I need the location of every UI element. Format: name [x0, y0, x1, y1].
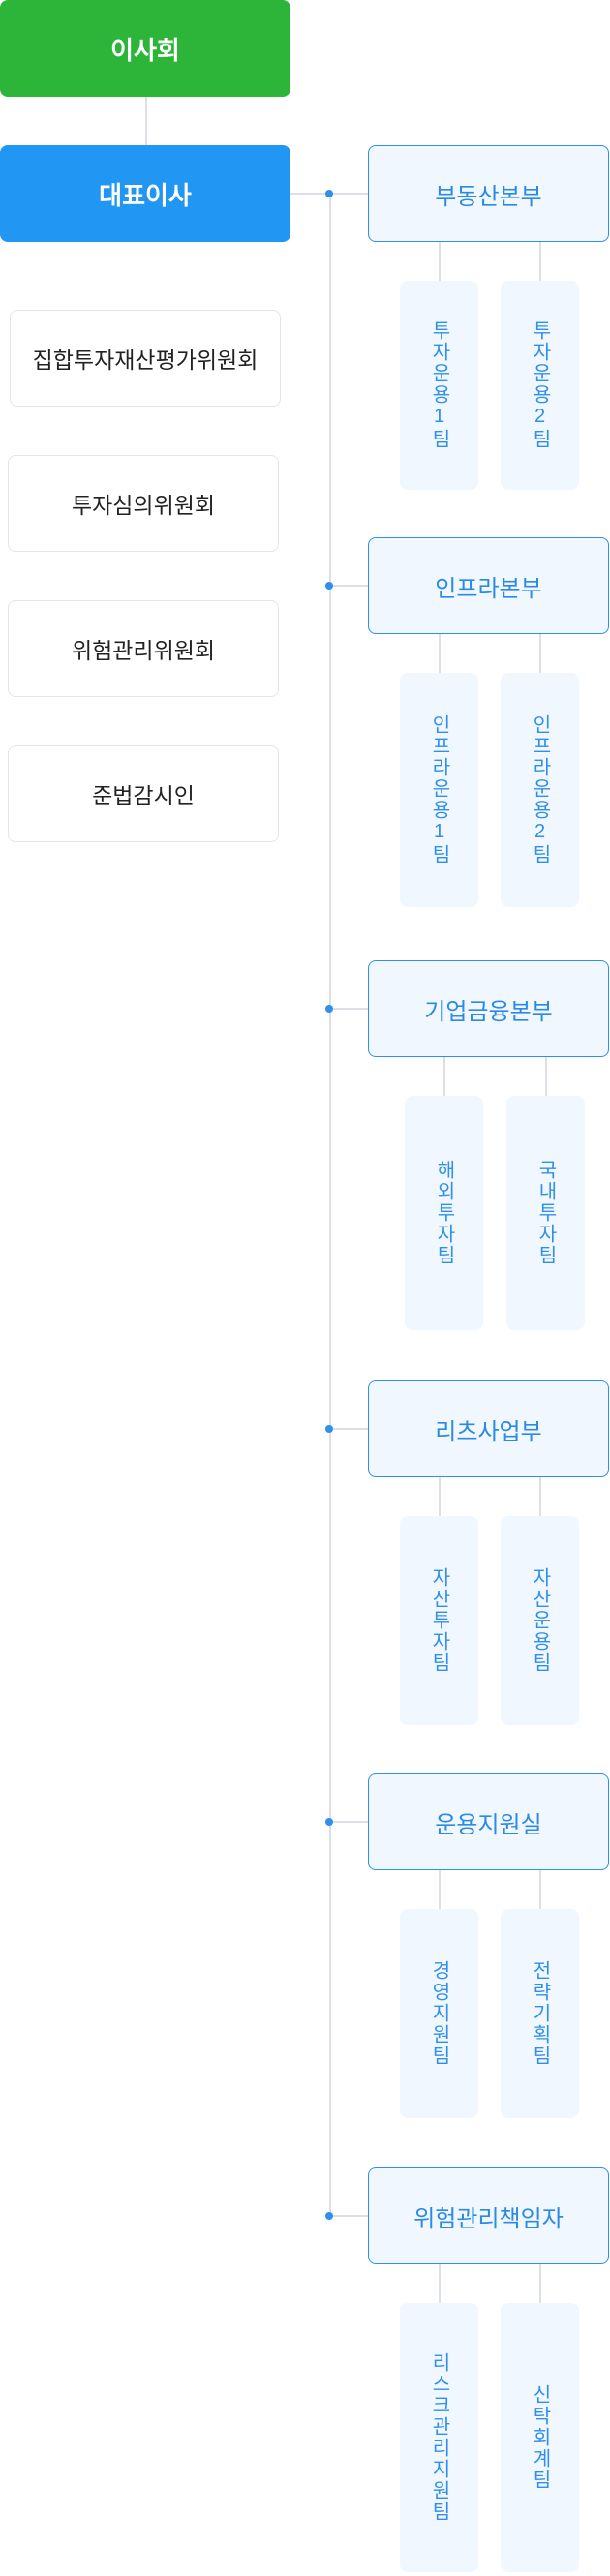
connector-division — [329, 1428, 368, 1430]
connector-dot — [325, 2212, 333, 2220]
division-reits[interactable]: 리츠사업부 — [368, 1380, 609, 1477]
division-label: 부동산본부 — [435, 183, 542, 210]
division-operations-support[interactable]: 운용지원실 — [368, 1773, 609, 1870]
team-asset-management[interactable]: 자산운용팀 — [501, 1516, 579, 1725]
committee-label: 투자심의위원회 — [71, 493, 216, 518]
connector-team — [439, 1870, 441, 1909]
division-infrastructure[interactable]: 인프라본부 — [368, 537, 609, 634]
division-label: 기업금융본부 — [424, 998, 553, 1025]
board-label: 이사회 — [110, 35, 180, 65]
team-investment-management-2[interactable]: 투자운용2팀 — [501, 281, 579, 490]
connector-team — [539, 1870, 541, 1909]
committee-collective-investment-valuation[interactable]: 집합투자재산평가위원회 — [10, 310, 281, 407]
board-box[interactable]: 이사회 — [0, 0, 290, 97]
team-label: 인프라운용2팀 — [529, 714, 551, 865]
connector-team — [439, 2264, 441, 2303]
connector-dot — [325, 190, 333, 197]
team-strategic-planning[interactable]: 전략기획팀 — [501, 1909, 579, 2118]
connector-spine — [329, 193, 331, 2217]
team-label: 인프라운용1팀 — [428, 714, 450, 865]
division-chief-risk-officer[interactable]: 위험관리책임자 — [368, 2167, 609, 2264]
connector-dot — [325, 1005, 333, 1013]
team-asset-investment[interactable]: 자산투자팀 — [400, 1516, 478, 1725]
team-management-support[interactable]: 경영지원팀 — [400, 1909, 478, 2118]
connector-division — [329, 585, 368, 587]
team-label: 리스크관리지원팀 — [428, 2352, 450, 2523]
compliance-officer[interactable]: 준법감시인 — [8, 745, 279, 842]
connector-division — [329, 1008, 368, 1010]
connector-dot — [325, 1425, 333, 1433]
team-label: 국내투자팀 — [534, 1160, 557, 1266]
committee-label: 집합투자재산평가위원회 — [32, 348, 259, 373]
connector-team — [439, 242, 441, 281]
division-real-estate[interactable]: 부동산본부 — [368, 145, 609, 242]
connector-team — [539, 1477, 541, 1516]
team-investment-management-1[interactable]: 투자운용1팀 — [400, 281, 478, 490]
team-label: 투자운용2팀 — [529, 320, 551, 450]
committee-investment-review[interactable]: 투자심의위원회 — [8, 455, 279, 552]
ceo-label: 대표이사 — [99, 180, 192, 210]
connector-ceo-spine — [290, 193, 329, 195]
connector-team — [439, 634, 441, 673]
division-label: 인프라본부 — [435, 575, 542, 602]
connector-team — [443, 1057, 445, 1096]
team-domestic-investment[interactable]: 국내투자팀 — [506, 1096, 585, 1330]
team-risk-management-support[interactable]: 리스크관리지원팀 — [400, 2303, 478, 2572]
connector-board-ceo — [145, 97, 147, 145]
team-label: 해외투자팀 — [433, 1160, 455, 1266]
connector-team — [539, 2264, 541, 2303]
team-label: 자산투자팀 — [428, 1567, 450, 1674]
team-label: 전략기획팀 — [529, 1960, 551, 2067]
team-infrastructure-management-2[interactable]: 인프라운용2팀 — [501, 673, 579, 907]
division-label: 리츠사업부 — [435, 1418, 542, 1445]
committee-risk-management[interactable]: 위험관리위원회 — [8, 600, 279, 697]
team-trust-accounting[interactable]: 신탁회계팀 — [501, 2303, 579, 2572]
ceo-box[interactable]: 대표이사 — [0, 145, 290, 242]
team-label: 투자운용1팀 — [428, 320, 450, 450]
division-corporate-finance[interactable]: 기업금융본부 — [368, 960, 609, 1057]
team-label: 경영지원팀 — [428, 1960, 450, 2067]
team-label: 신탁회계팀 — [529, 2384, 551, 2491]
connector-team — [539, 242, 541, 281]
connector-dot — [325, 582, 333, 590]
division-label: 위험관리책임자 — [413, 2205, 564, 2232]
division-label: 운용지원실 — [435, 1811, 542, 1838]
connector-dot — [325, 1818, 333, 1826]
connector-division — [329, 1821, 368, 1823]
team-infrastructure-management-1[interactable]: 인프라운용1팀 — [400, 673, 478, 907]
connector-team — [439, 1477, 441, 1516]
committee-label: 준법감시인 — [92, 783, 195, 808]
connector-team — [545, 1057, 547, 1096]
connector-division — [329, 193, 368, 195]
connector-division — [329, 2215, 368, 2217]
team-overseas-investment[interactable]: 해외투자팀 — [405, 1096, 483, 1330]
committee-label: 위험관리위원회 — [71, 638, 216, 663]
team-label: 자산운용팀 — [529, 1567, 551, 1674]
connector-team — [539, 634, 541, 673]
